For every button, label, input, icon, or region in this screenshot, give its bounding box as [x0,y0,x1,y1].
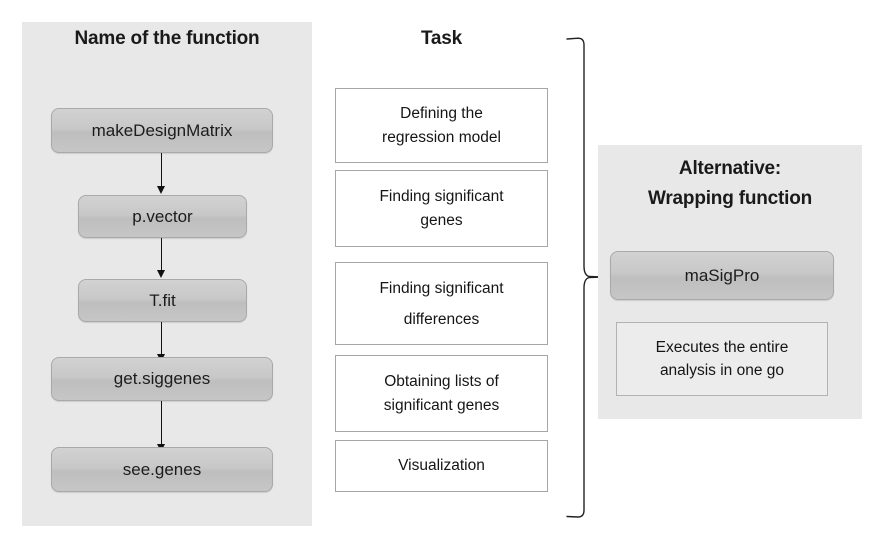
task-label-line1: Obtaining lists of [384,373,499,391]
task-box-finding-significant-genes[interactable]: Finding significant genes [335,170,548,247]
note-label-line1: Executes the entire [655,338,789,356]
function-box-tfit[interactable]: T.fit [78,279,247,322]
function-label: p.vector [132,206,193,226]
task-label-line1: Finding significant [379,188,504,206]
arrow-getsiggenes-to-seegenes [157,401,165,452]
functions-panel [22,22,312,526]
note-label-line2: analysis in one go [659,362,785,379]
task-label-line2: genes [420,211,463,229]
task-box-visualization[interactable]: Visualization [335,440,548,492]
note-box-executes-entire-analysis: Executes the entire analysis in one go [616,322,828,396]
task-column-title: Task [420,28,463,49]
alternative-title-line1: Alternative: [678,158,782,179]
function-label: maSigPro [684,265,760,285]
task-label-line1: Finding significant [379,279,504,297]
function-label: makeDesignMatrix [91,120,233,140]
task-label-line2: differences [403,310,480,328]
arrow-tfit-to-getsiggenes [157,322,165,362]
task-box-obtaining-lists-significant-genes[interactable]: Obtaining lists of significant genes [335,355,548,432]
function-label: T.fit [149,290,176,310]
function-label: get.siggenes [113,369,211,388]
function-box-makedesignmatrix[interactable]: makeDesignMatrix [51,108,273,153]
function-label: see.genes [122,459,202,479]
task-box-finding-significant-differences[interactable]: Finding significant differences [335,262,548,345]
function-box-getsiggenes[interactable]: get.siggenes [51,357,273,401]
task-label-line1: Defining the [400,105,483,123]
arrow-pvector-to-tfit [157,238,165,278]
task-box-defining-regression-model[interactable]: Defining the regression model [335,88,548,163]
task-label-line1: Visualization [398,457,485,475]
task-label-line2: regression model [382,128,501,146]
alternative-title-line2: Wrapping function [647,188,813,209]
function-box-seegenes[interactable]: see.genes [51,447,273,492]
functions-column-title: Name of the function [74,28,260,49]
function-box-masigpro[interactable]: maSigPro [610,251,834,300]
task-label-line2: significant genes [383,396,500,414]
function-box-pvector[interactable]: p.vector [78,195,247,238]
arrow-makedesignmatrix-to-pvector [157,153,165,194]
